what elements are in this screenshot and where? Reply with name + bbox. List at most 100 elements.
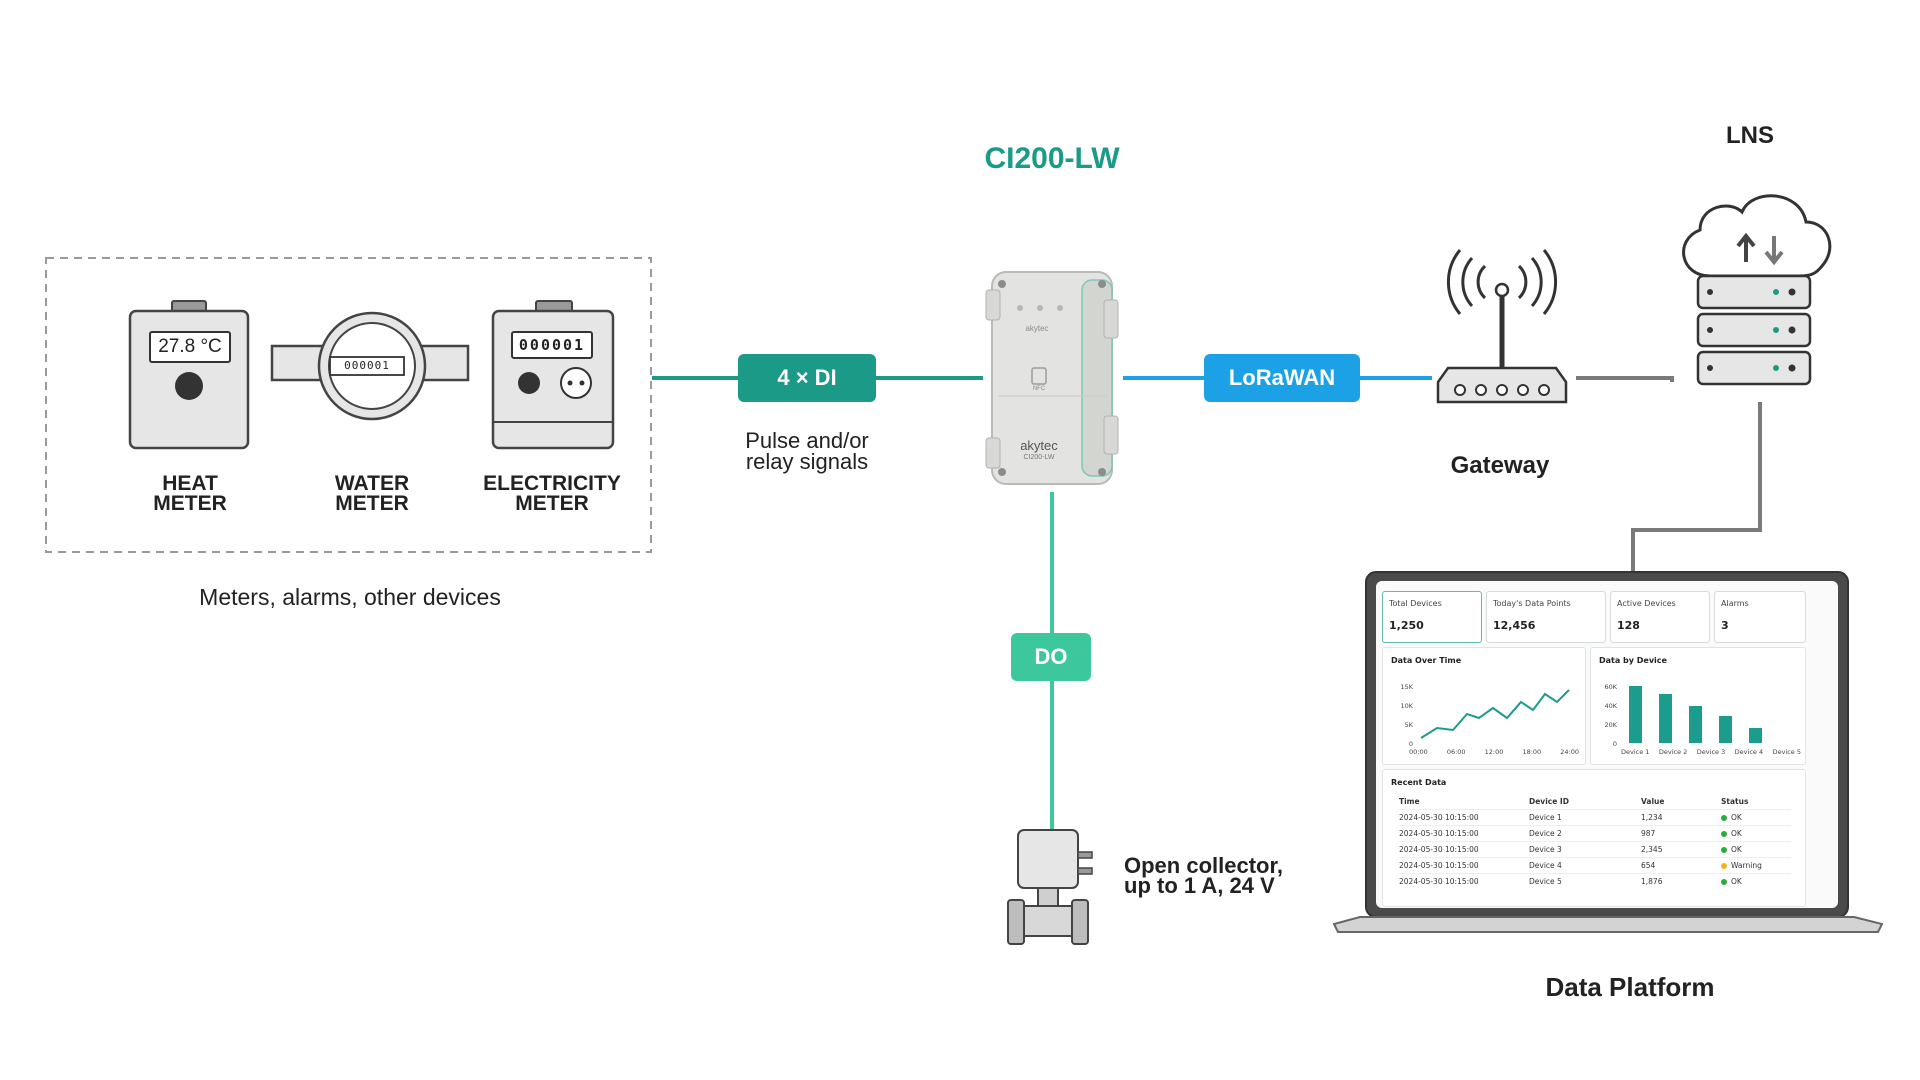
stat-value: 1,250 — [1389, 619, 1424, 632]
cell-device: Device 4 — [1529, 857, 1641, 874]
recent-data-title: Recent Data — [1391, 778, 1447, 787]
x-tick: Device 1 — [1621, 748, 1650, 756]
stat-value: 12,456 — [1493, 619, 1536, 632]
cell-value: 987 — [1641, 825, 1721, 842]
stat-label: Alarms — [1721, 599, 1749, 608]
status-ok-icon — [1721, 879, 1727, 885]
bar-device-1 — [1629, 686, 1642, 743]
bar-chart-panel: Data by Device 60K 40K 20K 0 Device 1 De… — [1590, 647, 1806, 765]
y-tick: 0 — [1408, 740, 1413, 748]
bar-chart-y-axis: 60K 40K 20K 0 — [1595, 678, 1617, 754]
cell-value: 1,234 — [1641, 809, 1721, 826]
do-caption-line2: up to 1 A, 24 V — [1124, 873, 1275, 898]
stat-label: Active Devices — [1617, 599, 1676, 608]
device-title: CI200-LW — [984, 142, 1120, 175]
device-model-print: CI200-LW — [1023, 454, 1055, 461]
cell-status: Warning — [1721, 857, 1791, 874]
cell-device: Device 2 — [1529, 825, 1641, 842]
electricity-meter-display: 000001 — [518, 336, 586, 354]
bar-chart-x-axis: Device 1 Device 2 Device 3 Device 4 Devi… — [1621, 748, 1801, 756]
cell-status: OK — [1721, 841, 1791, 858]
electricity-meter-icon — [491, 300, 615, 450]
electricity-meter-label: ELECTRICITY METER — [462, 472, 642, 515]
cell-time: 2024-05-30 10:15:00 — [1399, 841, 1529, 858]
line-chart-plot — [1420, 689, 1570, 739]
x-tick: 24:00 — [1560, 748, 1579, 756]
status-text: OK — [1731, 813, 1742, 822]
stat-card-total-devices[interactable]: Total Devices 1,250 — [1382, 591, 1482, 643]
water-meter-display: 000001 — [344, 359, 390, 372]
column-header-device-id: Device ID — [1529, 797, 1569, 806]
device-brand-small: akytec — [1025, 324, 1049, 333]
gateway-router-icon — [1436, 249, 1568, 404]
water-meter-label: WATER METER — [302, 472, 442, 515]
cell-value: 1,876 — [1641, 873, 1721, 889]
table-row[interactable]: 2024-05-30 10:15:00 Device 2 987 OK — [1399, 825, 1791, 842]
bar-chart-title: Data by Device — [1599, 656, 1667, 665]
status-text: Warning — [1731, 861, 1762, 870]
table-row[interactable]: 2024-05-30 10:15:00 Device 3 2,345 OK — [1399, 841, 1791, 858]
line-chart-x-axis: 00:00 06:00 12:00 18:00 24:00 — [1409, 748, 1579, 756]
table-row[interactable]: 2024-05-30 10:15:00 Device 5 1,876 OK — [1399, 873, 1791, 889]
stat-card-active-devices[interactable]: Active Devices 128 — [1610, 591, 1710, 643]
y-tick: 0 — [1612, 740, 1617, 748]
status-ok-icon — [1721, 847, 1727, 853]
electricity-meter-label-line1: ELECTRICITY — [483, 472, 621, 495]
cell-value: 2,345 — [1641, 841, 1721, 858]
stat-label: Total Devices — [1389, 599, 1442, 608]
water-meter-label-line2: METER — [335, 492, 409, 515]
x-tick: 00:00 — [1409, 748, 1428, 756]
table-row[interactable]: 2024-05-30 10:15:00 Device 4 654 Warning — [1399, 857, 1791, 874]
status-text: OK — [1731, 845, 1742, 854]
table-row[interactable]: 2024-05-30 10:15:00 Device 1 1,234 OK — [1399, 809, 1791, 826]
water-meter-label-line1: WATER — [334, 472, 410, 495]
status-ok-icon — [1721, 831, 1727, 837]
y-tick: 40K — [1604, 702, 1617, 710]
cell-status: OK — [1721, 825, 1791, 842]
electricity-meter-label-line2: METER — [515, 492, 589, 515]
y-tick: 60K — [1604, 683, 1617, 691]
heat-meter-display: 27.8 °C — [158, 336, 222, 357]
lorawan-badge — [1204, 354, 1360, 402]
cell-device: Device 3 — [1529, 841, 1641, 858]
cell-status: OK — [1721, 809, 1791, 826]
stat-value: 3 — [1721, 619, 1729, 632]
di-badge-label: 4 × DI — [777, 365, 837, 390]
do-caption: Open collector, up to 1 A, 24 V — [1124, 853, 1354, 898]
line-chart-y-axis: 15K 10K 5K 0 — [1389, 678, 1413, 754]
heat-meter-label-line2: METER — [153, 492, 227, 515]
meters-group-caption: Meters, alarms, other devices — [199, 584, 501, 610]
device-brand-logo: akytec — [1020, 438, 1058, 453]
x-tick: Device 5 — [1772, 748, 1801, 756]
stat-card-data-points[interactable]: Today's Data Points 12,456 — [1486, 591, 1606, 643]
cell-time: 2024-05-30 10:15:00 — [1399, 873, 1529, 889]
cell-time: 2024-05-30 10:15:00 — [1399, 825, 1529, 842]
heat-meter-label-line1: HEAT — [162, 472, 218, 495]
lns-platform-line — [1631, 402, 1762, 578]
ci200-device-image — [985, 271, 1119, 485]
x-tick: 06:00 — [1446, 748, 1466, 756]
stat-card-alarms[interactable]: Alarms 3 — [1714, 591, 1806, 643]
x-tick: 12:00 — [1484, 748, 1504, 756]
do-badge — [1011, 633, 1091, 681]
water-meter-icon — [270, 311, 470, 421]
column-header-value: Value — [1641, 797, 1665, 806]
cell-status: OK — [1721, 873, 1791, 889]
di-caption: Pulse and/or relay signals — [700, 430, 914, 474]
lns-label: LNS — [1726, 122, 1774, 149]
solenoid-valve-icon — [1007, 829, 1093, 945]
di-caption-line2: relay signals — [745, 449, 869, 474]
stat-label: Today's Data Points — [1493, 599, 1571, 608]
recent-data-panel: Recent Data Time Device ID Value Status … — [1382, 769, 1806, 907]
lorawan-badge-label: LoRaWAN — [1228, 365, 1336, 390]
bar-device-2 — [1659, 694, 1672, 743]
bar-device-5 — [1749, 728, 1762, 743]
cell-device: Device 1 — [1529, 809, 1641, 826]
heat-meter-icon — [128, 300, 250, 450]
x-tick: Device 4 — [1734, 748, 1764, 756]
column-header-status: Status — [1721, 797, 1749, 806]
do-caption-line1: Open collector, — [1124, 853, 1283, 878]
line-chart-panel: Data Over Time 15K 10K 5K 0 00:00 06:00 … — [1382, 647, 1586, 765]
stat-value: 128 — [1617, 619, 1640, 632]
column-header-time: Time — [1399, 797, 1420, 806]
